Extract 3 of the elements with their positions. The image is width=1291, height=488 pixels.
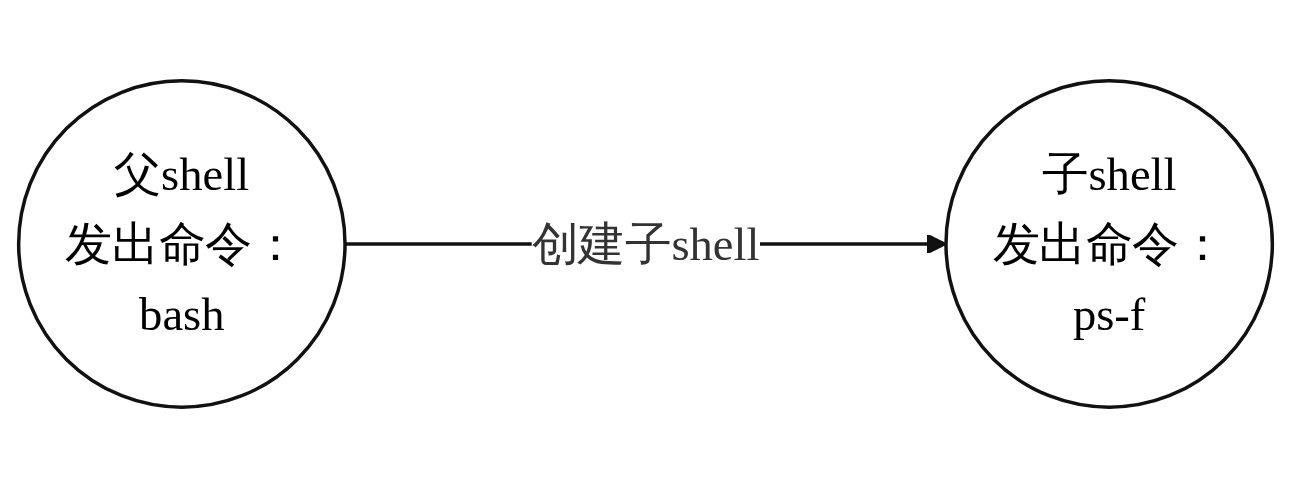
node-circle: 子shell 发出命令： ps-f — [944, 79, 1275, 409]
node-circle: 父shell 发出命令： bash — [16, 79, 347, 409]
edge-label: 创建子shell — [531, 218, 760, 270]
